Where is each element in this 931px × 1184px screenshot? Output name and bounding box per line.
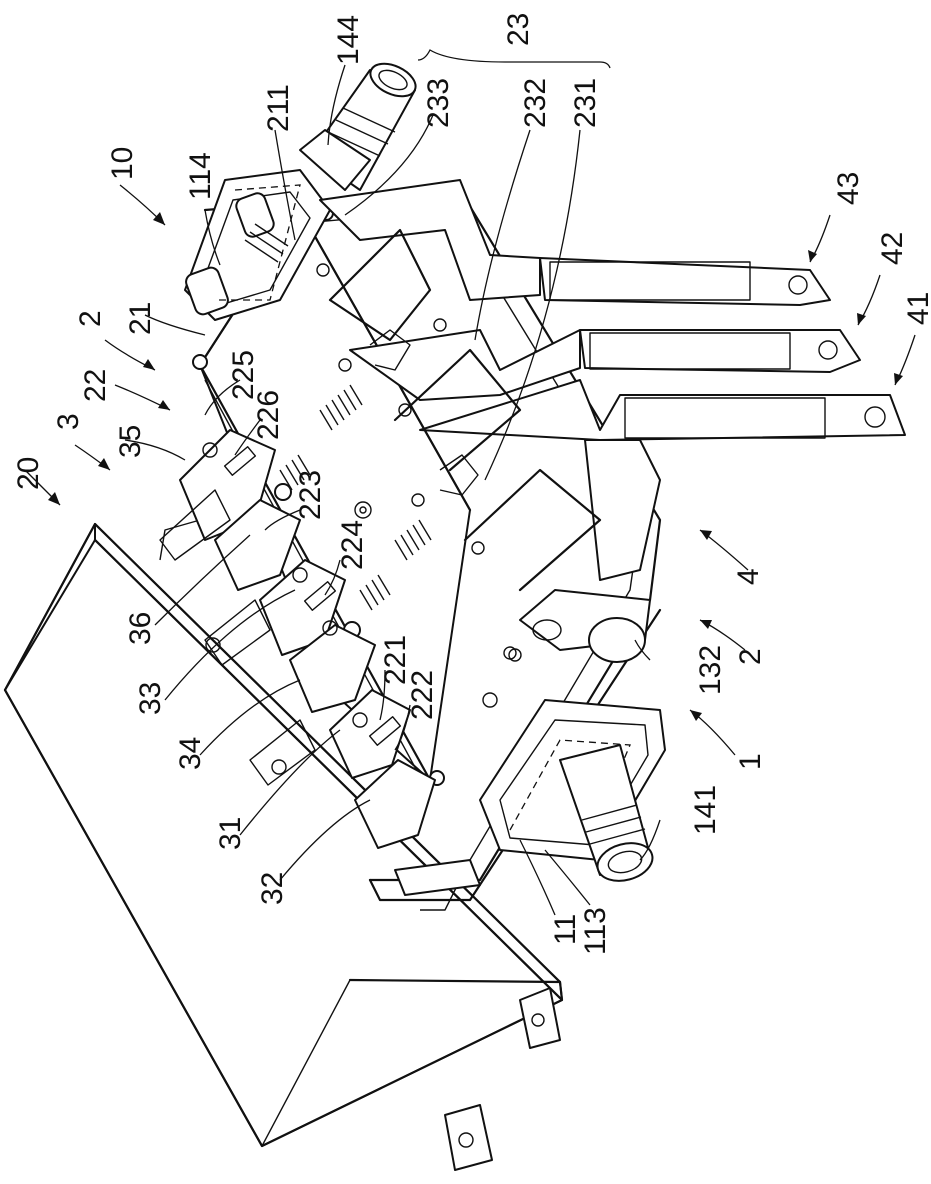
label-43: 43 bbox=[832, 172, 865, 205]
label-36: 36 bbox=[124, 612, 157, 645]
label-2-bottom: 2 bbox=[734, 648, 767, 665]
label-34: 34 bbox=[174, 737, 207, 770]
label-11: 11 bbox=[549, 914, 582, 945]
label-32: 32 bbox=[256, 872, 289, 905]
pipe-fitting-144 bbox=[300, 57, 421, 190]
label-10: 10 bbox=[106, 147, 139, 180]
label-22: 22 bbox=[79, 369, 112, 402]
label-41: 41 bbox=[902, 292, 931, 325]
label-35: 35 bbox=[114, 425, 147, 458]
label-42: 42 bbox=[876, 232, 909, 265]
label-20: 20 bbox=[12, 457, 45, 490]
label-113: 113 bbox=[579, 907, 612, 955]
label-114: 114 bbox=[184, 152, 217, 200]
label-141: 141 bbox=[689, 785, 722, 835]
label-224: 224 bbox=[336, 520, 369, 570]
label-23: 23 bbox=[502, 13, 535, 46]
label-223: 223 bbox=[294, 470, 327, 520]
label-231: 231 bbox=[569, 78, 602, 128]
label-144: 144 bbox=[332, 15, 365, 65]
label-2-top: 2 bbox=[74, 310, 107, 327]
label-4: 4 bbox=[732, 568, 765, 585]
label-1: 1 bbox=[734, 753, 767, 770]
label-226: 226 bbox=[252, 390, 285, 440]
label-233: 233 bbox=[422, 78, 455, 128]
label-232: 232 bbox=[519, 78, 552, 128]
label-222: 222 bbox=[406, 670, 439, 720]
label-132: 132 bbox=[694, 645, 727, 695]
label-3: 3 bbox=[52, 413, 85, 430]
label-21: 21 bbox=[124, 302, 157, 335]
label-33: 33 bbox=[134, 682, 167, 715]
label-31: 31 bbox=[214, 817, 247, 850]
label-211: 211 bbox=[262, 84, 295, 132]
